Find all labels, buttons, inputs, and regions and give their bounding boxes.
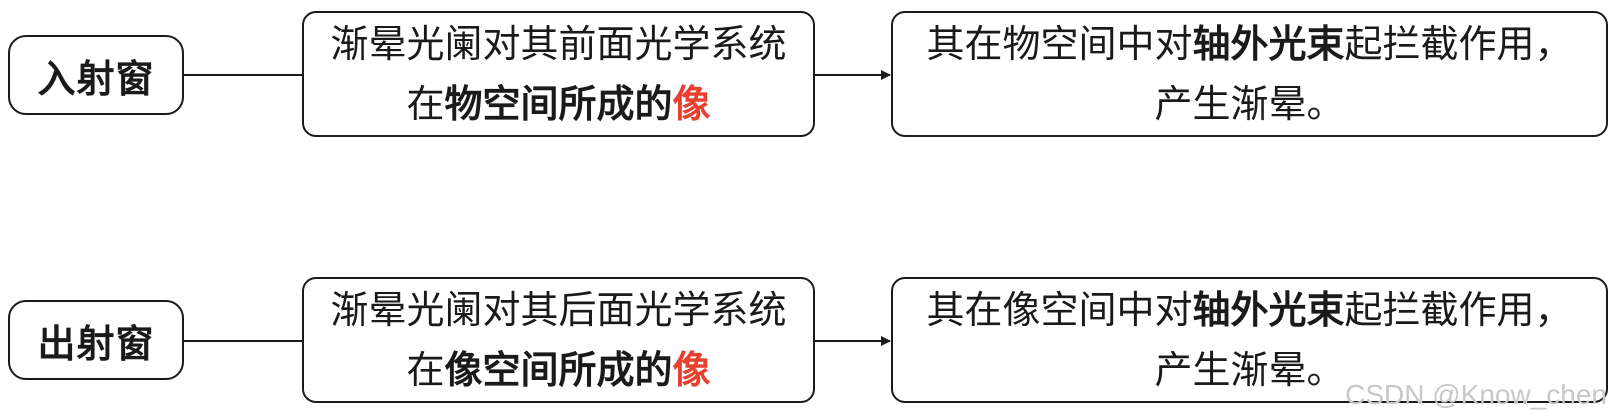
row2-effect-line1: 其在像空间中对轴外光束起拦截作用， bbox=[926, 280, 1572, 340]
row1-definition-line1: 渐晕光阑对其前面光学系统 bbox=[330, 22, 787, 66]
row1-definition-line2: 在物空间所成的像 bbox=[406, 74, 710, 134]
row1-effect-bold: 轴外光束 bbox=[1192, 22, 1345, 66]
entrance-window-box: 入射窗 bbox=[8, 35, 184, 115]
row2-definition-line2: 在像空间所成的像 bbox=[406, 340, 710, 400]
row2-definition-bold: 像空间所成的 bbox=[444, 348, 673, 392]
row1-definition-highlight: 像 bbox=[672, 82, 711, 126]
csdn-watermark: CSDN @Know_chen bbox=[1345, 379, 1607, 410]
row1-definition-box: 渐晕光阑对其前面光学系统 在物空间所成的像 bbox=[302, 11, 815, 137]
exit-window-box: 出射窗 bbox=[8, 300, 184, 380]
row1-effect-box: 其在物空间中对轴外光束起拦截作用， 产生渐晕。 bbox=[891, 11, 1608, 137]
row1-effect-line1: 其在物空间中对轴外光束起拦截作用， bbox=[926, 14, 1572, 74]
row2-effect-bold: 轴外光束 bbox=[1192, 288, 1345, 332]
row2-effect-prefix: 其在像空间中对 bbox=[926, 288, 1193, 332]
row1-effect-prefix: 其在物空间中对 bbox=[926, 22, 1193, 66]
row1-effect-suffix: 起拦截作用， bbox=[1344, 22, 1573, 66]
row2-effect-suffix: 起拦截作用， bbox=[1344, 288, 1573, 332]
row2-effect-box: 其在像空间中对轴外光束起拦截作用， 产生渐晕。 bbox=[891, 277, 1608, 403]
row2-definition-highlight: 像 bbox=[672, 348, 711, 392]
row2-definition-box: 渐晕光阑对其后面光学系统 在像空间所成的像 bbox=[302, 277, 815, 403]
row2-effect-line2: 产生渐晕。 bbox=[1154, 348, 1345, 392]
row1-definition-bold: 物空间所成的 bbox=[444, 82, 673, 126]
row1-effect-line2: 产生渐晕。 bbox=[1154, 82, 1345, 126]
exit-window-label: 出射窗 bbox=[37, 321, 155, 366]
row2-definition-prefix: 在 bbox=[406, 348, 445, 392]
entrance-window-label: 入射窗 bbox=[37, 56, 155, 101]
row2-definition-line1: 渐晕光阑对其后面光学系统 bbox=[330, 288, 787, 332]
row1-definition-prefix: 在 bbox=[406, 82, 445, 126]
